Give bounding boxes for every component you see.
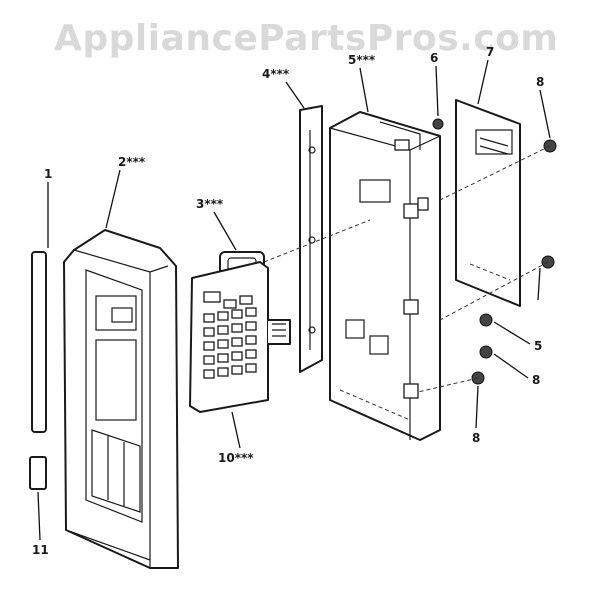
label-part-8-top: 8 bbox=[536, 75, 544, 89]
leader-11 bbox=[37, 491, 41, 541]
assembly-line-lower bbox=[417, 377, 479, 393]
leader-5-top bbox=[359, 67, 369, 113]
watermark-text: AppliancePartsPros.com bbox=[54, 18, 559, 59]
part-10-membrane-keypad bbox=[189, 261, 291, 413]
leader-6 bbox=[435, 65, 439, 117]
label-part-7: 7 bbox=[486, 45, 494, 59]
label-part-5-right: 5 bbox=[534, 339, 542, 353]
label-part-8-bottom: 8 bbox=[472, 431, 480, 445]
label-part-1: 1 bbox=[44, 167, 52, 181]
label-part-5-top: 5*** bbox=[348, 53, 376, 67]
assembly-line-window bbox=[263, 219, 371, 263]
part-2-control-panel-frame bbox=[63, 229, 179, 569]
leader-4 bbox=[285, 81, 305, 109]
label-part-6: 6 bbox=[430, 51, 438, 65]
label-part-4: 4*** bbox=[262, 67, 290, 81]
label-part-2: 2*** bbox=[118, 155, 146, 169]
leader-7 bbox=[477, 59, 489, 105]
leader-2 bbox=[105, 169, 121, 229]
leader-8-right bbox=[493, 353, 529, 379]
label-part-8-right: 8 bbox=[532, 373, 540, 387]
part-4-bracket bbox=[299, 105, 323, 373]
screw-part-8 bbox=[479, 345, 493, 359]
leader-5-right bbox=[493, 321, 531, 345]
part-7-shield-plate bbox=[455, 99, 521, 307]
leader-3 bbox=[213, 211, 237, 251]
leader-screw-mid bbox=[537, 267, 541, 301]
leader-10 bbox=[231, 411, 241, 449]
label-part-3: 3*** bbox=[196, 197, 224, 211]
label-part-11: 11 bbox=[32, 543, 49, 557]
part-11-clip bbox=[29, 456, 47, 490]
screw-part-5 bbox=[479, 313, 493, 327]
part-1-trim-strip bbox=[31, 251, 47, 433]
leader-8-top bbox=[539, 89, 551, 139]
leader-8-bottom bbox=[475, 385, 479, 429]
part-5-control-board bbox=[329, 111, 441, 441]
part-6-screw bbox=[432, 118, 444, 130]
label-part-10: 10*** bbox=[218, 451, 254, 465]
